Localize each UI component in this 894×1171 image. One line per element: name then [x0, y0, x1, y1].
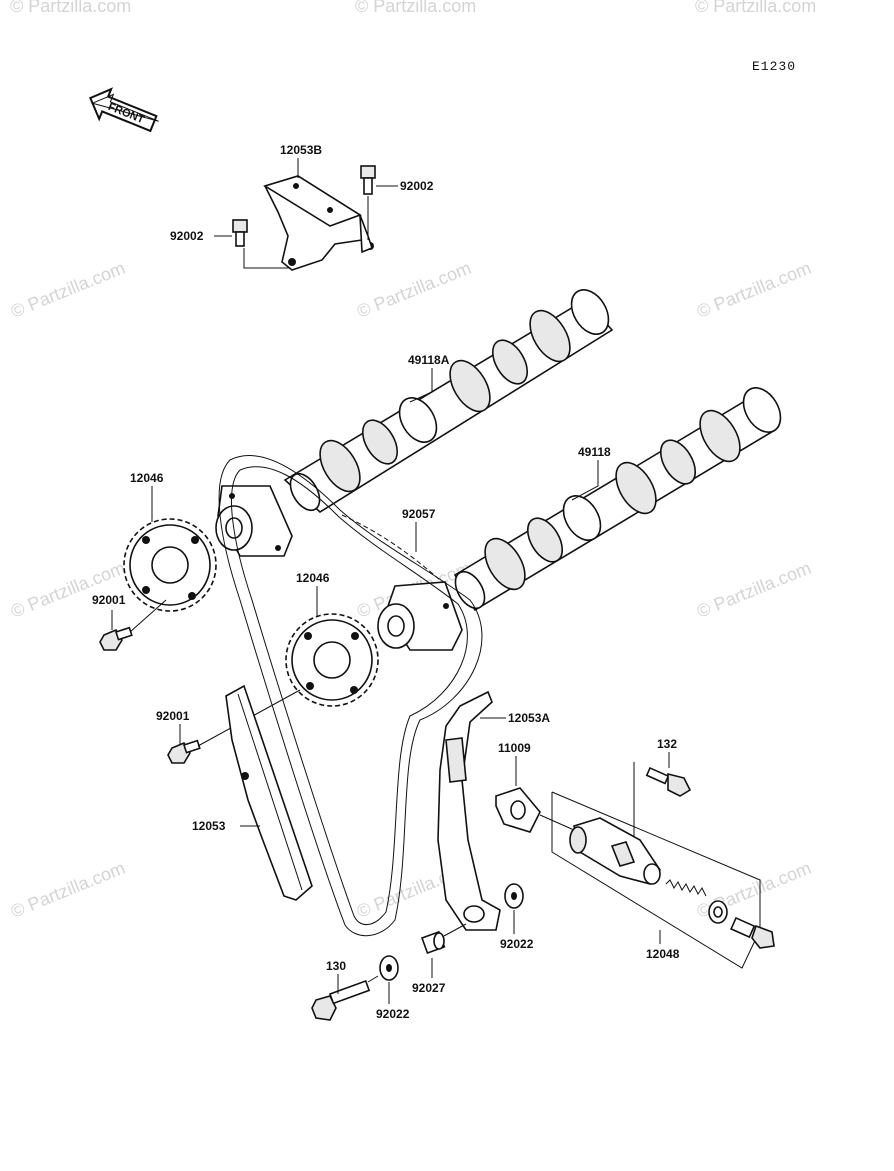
- callout-12053: 12053: [192, 819, 226, 833]
- watermark: © Partzilla.com: [8, 558, 128, 622]
- callout-92022-upper: 92022: [500, 937, 534, 951]
- tensioner-cap-bolt: [730, 916, 775, 949]
- pivot-bolt-130: [311, 979, 371, 1021]
- bolt-92001-lower: [167, 739, 201, 764]
- callouts: 12053B 92002 92002 49118A 49118 12046 92…: [92, 143, 680, 1021]
- callout-92001-upper: 92001: [92, 593, 126, 607]
- watermark: © Partzilla.com: [8, 858, 128, 922]
- camshaft-49118A: [283, 289, 614, 513]
- chain-tensioner-guide-12053A: [437, 690, 501, 931]
- callout-92002-left: 92002: [170, 229, 204, 243]
- bolt-92002-upper: [360, 165, 376, 195]
- callout-92002-upper: 92002: [400, 179, 434, 193]
- callout-92001-lower: 92001: [156, 709, 190, 723]
- watermark: © Partzilla.com: [8, 258, 128, 322]
- chain-section-92057: [341, 514, 441, 581]
- callout-11009: 11009: [498, 741, 531, 755]
- washer-92022-upper: [504, 883, 524, 909]
- watermark: © Partzilla.com: [354, 258, 474, 322]
- callout-92022-lower: 92022: [376, 1007, 410, 1021]
- callout-12046-upper: 12046: [130, 471, 164, 485]
- bolt-92002-left: [232, 219, 248, 247]
- callout-132: 132: [657, 737, 677, 751]
- front-arrow-icon: FRONT: [89, 87, 159, 133]
- bolt-132: [645, 766, 692, 797]
- watermark: © Partzilla.com: [355, 0, 476, 16]
- callout-49118: 49118: [578, 445, 611, 459]
- cam-sprocket-12046-lower: [285, 613, 379, 707]
- tensioner-washer: [708, 900, 728, 924]
- diagram-code: E1230: [752, 59, 796, 74]
- callout-12048: 12048: [646, 947, 680, 961]
- cam-chain: [218, 455, 483, 937]
- washer-92022-lower: [379, 955, 399, 981]
- callout-92027: 92027: [412, 981, 446, 995]
- callout-12046-lower: 12046: [296, 571, 330, 585]
- cam-sprocket-hub-lower: [377, 581, 463, 651]
- callout-92057: 92057: [402, 507, 436, 521]
- gasket-11009: [495, 787, 541, 833]
- watermark: © Partzilla.com: [10, 0, 131, 16]
- bolt-92001-upper: [99, 626, 133, 651]
- tensioner-body-12048: [569, 817, 661, 885]
- watermark: © Partzilla.com: [694, 558, 814, 622]
- callout-12053A: 12053A: [508, 711, 550, 725]
- callout-49118A: 49118A: [408, 353, 450, 367]
- tensioner-spring: [665, 879, 707, 897]
- callout-130: 130: [326, 959, 346, 973]
- callout-12053B: 12053B: [280, 143, 322, 157]
- watermark: © Partzilla.com: [695, 0, 816, 16]
- chain-guide-bracket: [263, 175, 374, 271]
- cam-sprocket-12046-upper: [123, 518, 217, 612]
- tensioner-assembly-box: [539, 762, 761, 969]
- leader-lines: [111, 158, 670, 1004]
- collar-92027: [420, 930, 446, 955]
- watermark: © Partzilla.com: [694, 258, 814, 322]
- camshaft-49118: [453, 387, 782, 612]
- cam-sprocket-hub-upper: [215, 485, 293, 557]
- chain-guide-12053: [225, 684, 313, 901]
